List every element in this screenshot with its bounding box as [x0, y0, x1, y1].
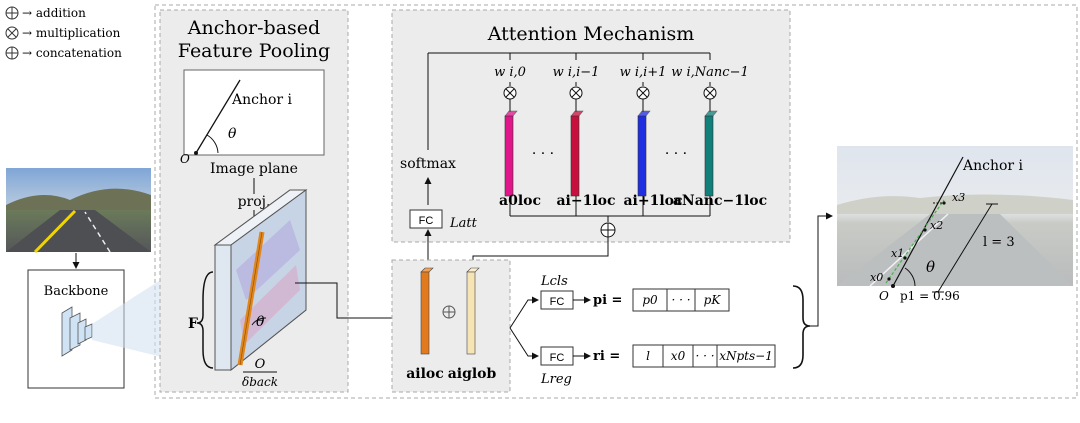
output-origin: O	[879, 289, 889, 303]
multiply-icon-3	[703, 86, 717, 100]
a-loc-label: ailoc	[406, 366, 444, 382]
p-vector: p0 · · · pK	[632, 288, 730, 312]
attention-column-0: w i,0 a0loc	[494, 53, 541, 216]
feature-bar-0	[504, 115, 514, 197]
predicted-lane	[885, 199, 945, 284]
multiply-icon-0	[503, 86, 517, 100]
l-eq-label: l = 3	[983, 235, 1015, 250]
feature-label-0: a0loc	[499, 193, 541, 209]
feature-f-label: F	[188, 316, 198, 332]
o-over-delta-den: δback	[242, 375, 278, 389]
p-cell-2	[694, 288, 730, 312]
x1-label: x1	[891, 247, 904, 260]
legend-concatenation: → concatenation	[22, 46, 122, 60]
a-glob-label: aiglob	[448, 366, 497, 382]
origin-label: O	[180, 152, 190, 166]
attention-panel	[391, 9, 791, 243]
output-image	[837, 146, 1073, 287]
output-anchor-label: Anchor i	[962, 158, 1024, 174]
attention-column-2: w i,i+1 ai+1loc	[620, 53, 683, 216]
feature-label-3: aNanc−1loc	[673, 193, 767, 209]
theta-label: θ	[228, 126, 237, 142]
legend-multiplication: → multiplication	[22, 26, 121, 40]
weight-label-0: w i,0	[494, 65, 526, 80]
p-eq: pi =	[593, 293, 622, 308]
feature-label-1: ai−1loc	[556, 193, 615, 209]
x0-label: x0	[870, 271, 883, 284]
feature-bar-3	[704, 115, 714, 197]
weight-label-1: w i,i−1	[553, 65, 600, 80]
weight-label-3: w i,Nanc−1	[671, 65, 749, 80]
o-over-delta-num: O	[255, 357, 266, 372]
fc-att-box	[409, 209, 443, 229]
a-loc-bar	[420, 267, 434, 355]
r-cell-text-1: x0	[671, 349, 686, 363]
p-cell-text-1: · · ·	[671, 293, 690, 307]
input-image	[6, 168, 151, 254]
p1-label: p1 = 0.96	[900, 289, 960, 303]
output-theta: θ	[926, 258, 935, 276]
image-plane-box	[183, 69, 325, 156]
fc-reg-label: FC	[550, 352, 565, 364]
concat-icon	[442, 305, 456, 319]
attention-addition-icon	[600, 222, 616, 238]
r-cell-text-0: l	[646, 349, 650, 363]
p-cell-text-0: p0	[642, 293, 658, 307]
l-att-label: Latt	[449, 216, 478, 231]
feature-bar-2	[637, 115, 647, 197]
l-reg-label: Lreg	[540, 372, 572, 387]
multiplication-legend-icon	[5, 26, 19, 40]
r-vector: l x0 · · · xNpts−1	[632, 344, 776, 368]
dots-1: · · ·	[532, 146, 554, 162]
attention-column-1: w i,i−1 ai−1loc	[553, 53, 616, 216]
proj-label: proj.	[238, 194, 271, 210]
concatenation-legend-icon	[5, 46, 19, 60]
r-cell-text-3: xNpts−1	[719, 349, 773, 363]
attention-column-3: w i,Nanc−1 aNanc−1loc	[671, 53, 767, 216]
fc-cls-label: FC	[550, 296, 565, 308]
feature-label-2: ai+1loc	[623, 193, 682, 209]
x2-label: x2	[930, 219, 943, 232]
p-cell-text-2: pK	[704, 293, 722, 307]
output-brace	[792, 285, 811, 369]
feature-theta: θ	[256, 314, 265, 330]
multiply-icon-2	[636, 86, 650, 100]
output-anchor-line	[892, 156, 964, 287]
anchor-label: Anchor i	[231, 92, 293, 108]
softmax-label: softmax	[400, 156, 456, 172]
backbone-label: Backbone	[44, 284, 109, 299]
dots-2: · · ·	[665, 146, 687, 162]
feature-map	[213, 189, 308, 372]
legend: → addition → multiplication → concatenat…	[5, 6, 122, 60]
fc-att-label: FC	[419, 215, 434, 227]
concat-panel	[391, 259, 511, 393]
multiply-icon-1	[569, 86, 583, 100]
x3-label: x3	[952, 191, 965, 204]
r-eq: ri =	[593, 349, 620, 364]
backbone-cnn-icon	[61, 306, 93, 357]
weight-label-2: w i,i+1	[620, 65, 667, 80]
feature-bar-1	[570, 115, 580, 197]
r-cell-text-2: · · ·	[695, 349, 714, 363]
pooling-title-line1: Anchor-based	[187, 17, 320, 39]
addition-legend-icon	[5, 6, 19, 20]
pooling-title-line2: Feature Pooling	[178, 40, 330, 62]
legend-addition: → addition	[22, 6, 86, 20]
attention-title: Attention Mechanism	[487, 23, 695, 45]
a-glob-bar	[466, 267, 480, 355]
anchor-line	[195, 79, 241, 154]
l-cls-label: Lcls	[540, 274, 568, 289]
image-plane-label: Image plane	[210, 161, 298, 177]
r-cell-3	[716, 344, 776, 368]
